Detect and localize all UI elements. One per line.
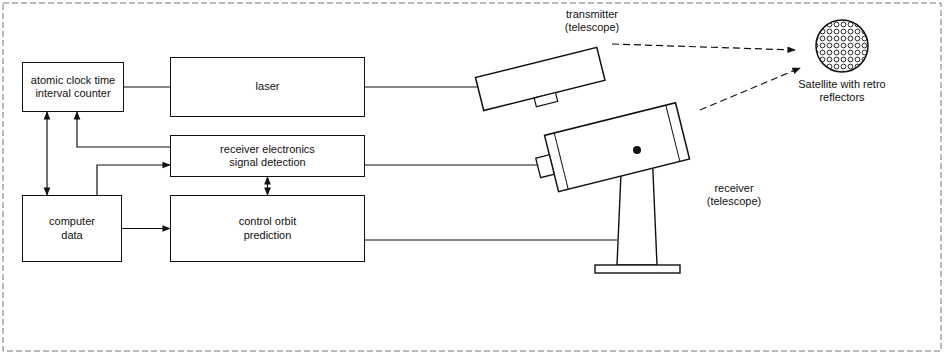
figure-label: Satellite with retro reflectors [796,78,888,104]
box-text-group: receiver electronics signal detection [208,143,328,169]
connector [267,177,268,195]
return-beam [700,68,800,110]
satellite [816,20,868,72]
connector [77,112,170,147]
box-label: laser [256,80,280,93]
process-box: laser [170,57,365,117]
figure-label: transmitter (telescope) [552,8,632,34]
connector [97,165,170,195]
box-label: control orbit prediction [228,215,308,241]
figure-label: receiver (telescope) [694,182,774,208]
box-label: computer data [42,215,102,241]
process-box: control orbit prediction [170,195,365,262]
box-text-group: laser [256,80,280,93]
transmitter-telescope [475,47,607,119]
laser-beam [612,44,795,50]
box-label: atomic clock time interval counter [29,74,117,100]
mount-base [595,265,680,273]
control-wire [365,239,617,240]
connector [124,86,170,87]
connector [46,112,47,195]
box-text-group: control orbit prediction [228,215,308,241]
box-label: receiver electronics signal detection [208,143,328,169]
receiver-telescope [531,103,690,195]
connector [122,228,170,229]
process-box: receiver electronics signal detection [170,135,365,177]
process-box: atomic clock time interval counter [22,62,124,112]
frame [3,3,941,351]
box-text-group: computer data [42,215,102,241]
process-box: computer data [22,195,122,262]
box-text-group: atomic clock time interval counter [29,74,117,100]
receiver-wire [365,164,538,165]
laser-wire [365,86,481,87]
pivot [633,146,641,154]
